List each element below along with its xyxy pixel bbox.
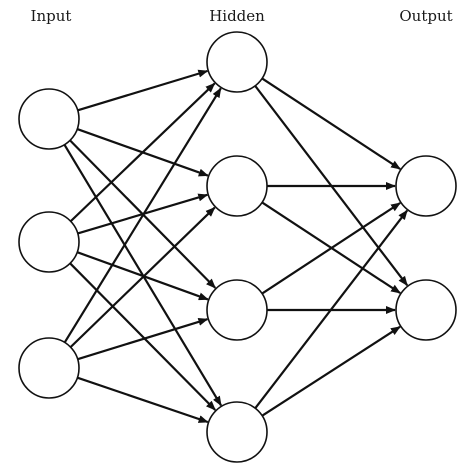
layer-label-output: Output — [399, 7, 452, 25]
edge-input3-to-hidden2 — [69, 206, 216, 348]
neurons — [18, 31, 457, 463]
layer-label-hidden: Hidden — [209, 7, 265, 25]
edge-input3-to-hidden4 — [77, 376, 209, 424]
input-node-3 — [18, 337, 80, 399]
connections — [63, 69, 409, 424]
hidden-node-3 — [206, 279, 268, 341]
hidden-node-4 — [206, 401, 268, 463]
edge-input1-to-hidden1 — [77, 69, 209, 112]
hidden-node-1 — [206, 31, 268, 93]
edge-input2-to-hidden3 — [76, 251, 209, 301]
edge-hidden3-to-output1 — [261, 202, 401, 295]
edge-input3-to-hidden3 — [77, 317, 209, 361]
input-node-1 — [18, 88, 80, 150]
layer-label-input: Input — [31, 7, 72, 25]
edge-input2-to-hidden4 — [69, 262, 216, 411]
edge-input2-to-hidden1 — [69, 82, 216, 223]
output-node-2 — [395, 279, 457, 341]
output-node-1 — [395, 155, 457, 217]
edge-hidden4-to-output2 — [261, 325, 401, 417]
edge-hidden4-to-output1 — [254, 209, 408, 409]
edge-hidden1-to-output1 — [261, 77, 401, 170]
edge-input3-to-hidden1 — [63, 87, 222, 344]
input-node-2 — [18, 211, 80, 273]
hidden-node-2 — [206, 155, 268, 217]
